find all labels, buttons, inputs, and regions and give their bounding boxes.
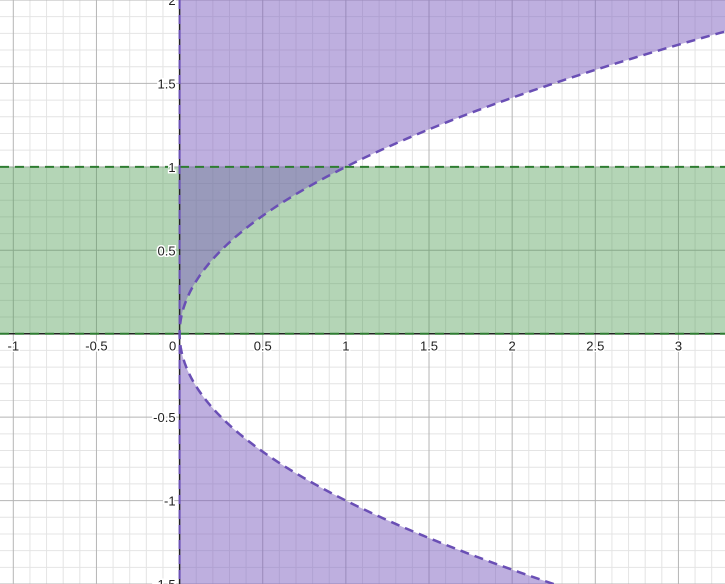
x-axis-tick-labels: -1 -0.5 0.5 1 1.5 2 2.5 3: [6, 337, 684, 355]
x-tick-label: 2.5: [586, 339, 604, 354]
x-tick-label: -0.5: [85, 339, 107, 354]
region-x-lt-y-squared-upper: [179, 0, 725, 334]
y-tick-label: -0.5: [153, 410, 175, 425]
y-tick-label: 1: [168, 160, 175, 175]
y-tick-label: 2: [168, 0, 175, 8]
origin-label: 0: [169, 339, 176, 354]
x-tick-label: -1: [8, 339, 20, 354]
y-tick-label: -1: [164, 494, 176, 509]
x-tick-label: 0.5: [254, 339, 272, 354]
y-tick-label: 0.5: [158, 243, 176, 258]
x-tick-label: 3: [675, 339, 682, 354]
y-axis-tick-labels: 2 1.5 1 0.5 -0.5 -1 -1.5: [152, 0, 177, 584]
x-tick-label: 1.5: [420, 339, 438, 354]
x-tick-label: 2: [509, 339, 516, 354]
y-tick-label: 1.5: [158, 76, 176, 91]
region-x-lt-y-squared-lower: [179, 333, 554, 584]
y-tick-label: -1.5: [153, 577, 175, 584]
x-tick-label: 1: [342, 339, 349, 354]
boundary-x-equals-y-squared: [178, 30, 725, 584]
region-0-lt-y-lt-1: [0, 166, 725, 334]
